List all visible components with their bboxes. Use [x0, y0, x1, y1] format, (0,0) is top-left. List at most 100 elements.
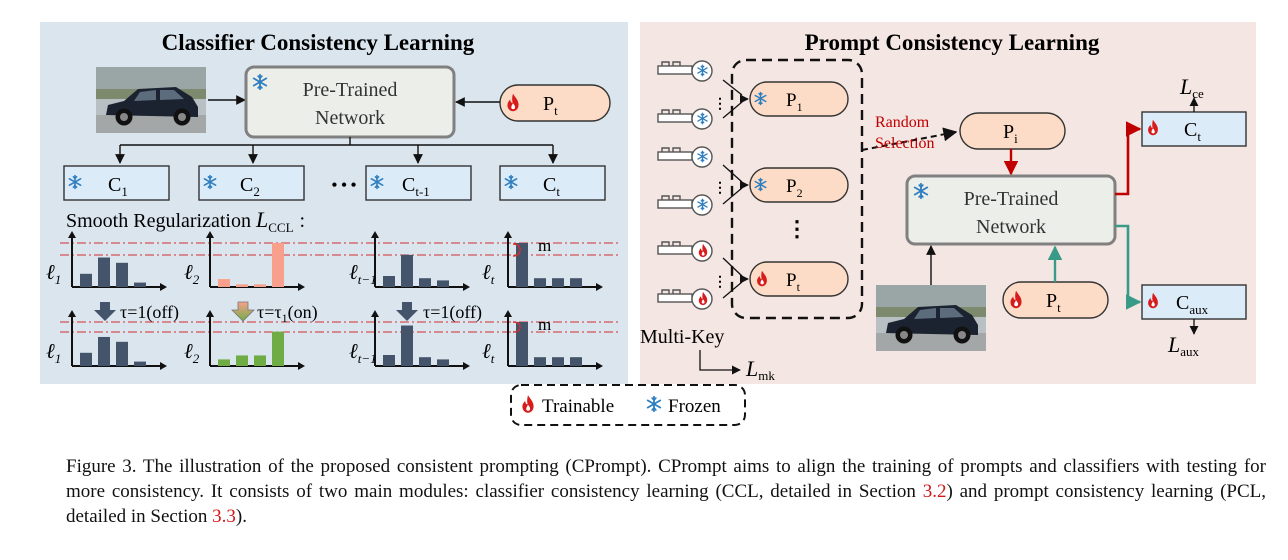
- ptn-line2: Network: [315, 107, 385, 129]
- multi-key-group-3: ⋮: [657, 240, 727, 310]
- pcl-prompt-pt: Pt: [1002, 281, 1109, 319]
- classifier-c1: C1: [63, 165, 170, 201]
- svg-text:⋮: ⋮: [713, 275, 727, 290]
- pcl-pretrained-network: Pre-Trained Network: [905, 174, 1117, 246]
- ell-label: ℓ2: [184, 339, 200, 366]
- prompt-vdots: ⋮: [786, 216, 808, 241]
- svg-text:Pt: Pt: [543, 93, 558, 118]
- legend-trainable: Trainable: [542, 396, 614, 417]
- svg-text:Pt: Pt: [786, 270, 801, 294]
- bar: [254, 284, 266, 287]
- legend: Trainable Frozen: [510, 384, 746, 426]
- section-ref-3-2[interactable]: 3.2: [922, 481, 947, 502]
- ell-label: ℓ1: [46, 339, 61, 366]
- pcl-title: Prompt Consistency Learning: [805, 30, 1100, 55]
- loss-mk: Lmk: [745, 356, 775, 383]
- ell-label: ℓt−1: [349, 260, 377, 287]
- multi-key-group-1: ⋮: [657, 60, 727, 130]
- svg-text:P1: P1: [786, 90, 803, 114]
- svg-text:Pre-Trained: Pre-Trained: [964, 188, 1059, 210]
- bar: [383, 276, 395, 287]
- bar: [80, 273, 92, 287]
- bar: [254, 355, 266, 366]
- prompt-pi: Pi: [959, 112, 1066, 150]
- ptn-line1: Pre-Trained: [303, 79, 398, 101]
- car-photo: [96, 67, 206, 133]
- pt-sub: t: [554, 103, 558, 118]
- svg-text:Ct: Ct: [543, 174, 560, 199]
- bar: [419, 357, 431, 366]
- svg-text:Caux: Caux: [1176, 292, 1209, 317]
- bar: [218, 359, 230, 366]
- svg-text:C1: C1: [108, 174, 128, 199]
- ccl-prompt-pt: Pt: [499, 84, 611, 122]
- bar: [134, 361, 146, 366]
- selection-label: Selection: [875, 135, 935, 152]
- svg-text:τ=τ1(on): τ=τ1(on): [257, 302, 318, 325]
- bar: [116, 341, 128, 366]
- svg-text:P2: P2: [786, 176, 803, 200]
- classifier-ct-1: Ct-1: [365, 165, 472, 201]
- svg-text:τ=1(off): τ=1(off): [120, 302, 179, 323]
- bar-chart-upper-2: ℓ2: [184, 231, 305, 291]
- prompt-pt-pool: Pt: [749, 261, 849, 297]
- bar-chart-upper-3: ℓt−1: [349, 231, 470, 291]
- ell-label: ℓ1: [46, 260, 61, 287]
- bar: [98, 336, 110, 366]
- svg-text:τ=1(off): τ=1(off): [423, 302, 482, 323]
- prompt-p1: P1: [749, 81, 849, 117]
- bar: [236, 284, 248, 287]
- loss-aux: Laux: [1167, 332, 1200, 359]
- bar: [401, 254, 413, 287]
- bar: [272, 331, 284, 366]
- prompt-p2: P2: [749, 167, 849, 203]
- multi-key-group-2: ⋮: [657, 146, 727, 216]
- bar: [534, 357, 546, 366]
- bar-chart-lower-1: ℓ1: [46, 310, 167, 370]
- bar: [437, 359, 449, 366]
- ell-label: ℓt−1: [349, 339, 377, 366]
- figure-caption: Figure 3. The illustration of the propos…: [66, 456, 1267, 527]
- bar: [218, 279, 230, 287]
- random-label: Random: [875, 114, 930, 131]
- bar: [272, 243, 284, 287]
- prompt-pool-dashed: [730, 58, 864, 320]
- classifier-ct: Ct: [499, 165, 606, 201]
- tau-arrow-1: τ=1(off): [94, 302, 179, 323]
- bar-chart-lower-3: ℓt−1: [349, 310, 470, 370]
- bar: [570, 278, 582, 287]
- bar-chart-upper-1: ℓ1: [46, 231, 167, 291]
- cprompt-diagram: Classifier Consistency Learning Pre-Trai…: [40, 22, 1256, 426]
- tau-arrow-3: τ=1(off): [396, 302, 482, 323]
- svg-text:Ct: Ct: [1184, 119, 1201, 144]
- margin-label: m: [538, 236, 551, 255]
- margin-annotation-upper: m: [512, 236, 551, 257]
- bar: [552, 357, 564, 366]
- bar-chart-lower-4: ℓt: [482, 310, 603, 370]
- legend-frozen: Frozen: [668, 396, 721, 417]
- svg-text:Ct-1: Ct-1: [402, 174, 430, 199]
- bar: [516, 243, 528, 287]
- bar: [383, 355, 395, 366]
- ell-label: ℓt: [482, 339, 495, 366]
- tau-arrow-2: τ=τ1(on): [231, 301, 318, 325]
- margin-label: m: [538, 315, 551, 334]
- bar: [401, 325, 413, 366]
- bar-chart-lower-2: ℓ2: [184, 310, 305, 370]
- bar: [236, 355, 248, 366]
- bar: [134, 282, 146, 287]
- pcl-classifier-caux: Caux: [1141, 284, 1247, 320]
- smooth-regularization-label: Smooth Regularization LCCL:: [66, 207, 305, 235]
- classifier-c2: C2: [198, 165, 305, 201]
- bar: [80, 352, 92, 366]
- svg-text:⋮: ⋮: [713, 181, 727, 196]
- section-ref-3-3[interactable]: 3.3: [212, 506, 236, 527]
- ell-label: ℓt: [482, 260, 495, 287]
- svg-text:Network: Network: [976, 216, 1046, 238]
- bar: [98, 257, 110, 287]
- loss-ce: Lce: [1179, 74, 1204, 101]
- bar: [570, 357, 582, 366]
- ccl-title: Classifier Consistency Learning: [162, 30, 475, 55]
- pcl-classifier-ct: Ct: [1141, 111, 1247, 147]
- margin-annotation-lower: m: [512, 315, 551, 334]
